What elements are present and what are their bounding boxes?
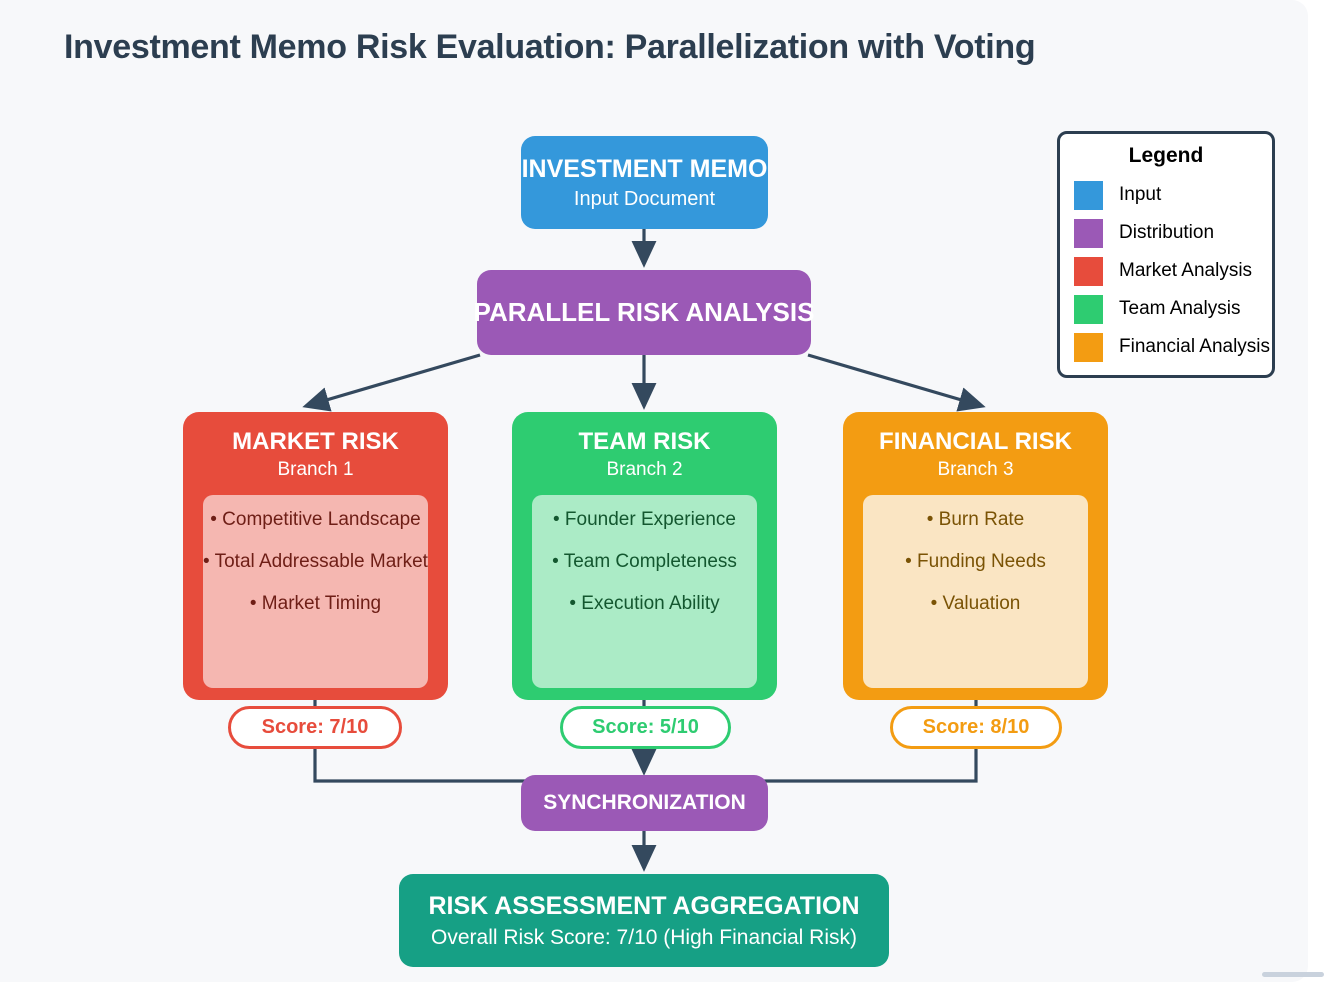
- list-item: • Burn Rate: [926, 509, 1025, 530]
- branch-financial-risk-title: FINANCIAL RISK: [879, 428, 1072, 455]
- branch-financial-risk-criteria: • Burn Rate • Funding Needs • Valuation: [863, 495, 1088, 688]
- legend-item-market-analysis: Market Analysis: [1060, 252, 1272, 290]
- branch-market-risk-title: MARKET RISK: [232, 428, 399, 455]
- legend-swatch-distribution: [1074, 218, 1103, 248]
- legend-label-financial-analysis: Financial Analysis: [1119, 336, 1271, 357]
- node-parallel-risk-analysis[interactable]: PARALLEL RISK ANALYSIS: [474, 270, 814, 355]
- legend-label-distribution: Distribution: [1119, 222, 1215, 243]
- legend-panel: Legend Input Distribution Market Analysi…: [1057, 131, 1275, 378]
- node-investment-memo[interactable]: INVESTMENT MEMO Input Document: [521, 136, 768, 229]
- edge-market-to-sync: [313, 749, 525, 783]
- legend-title: Legend: [1128, 144, 1204, 167]
- scrollbar-artifact[interactable]: [1262, 972, 1324, 977]
- edge-distribution-to-financial: [807, 353, 986, 412]
- node-risk-assessment-aggregation-subtitle: Overall Risk Score: 7/10 (High Financial…: [431, 925, 857, 949]
- node-risk-assessment-aggregation-title: RISK ASSESSMENT AGGREGATION: [428, 891, 860, 920]
- score-badge-team: Score: 5/10: [560, 706, 731, 749]
- node-investment-memo-subtitle: Input Document: [573, 187, 716, 210]
- branch-market-risk-subtitle: Branch 1: [277, 459, 354, 480]
- page-title: Investment Memo Risk Evaluation: Paralle…: [64, 28, 1036, 66]
- list-item: • Valuation: [930, 592, 1021, 614]
- score-badge-market: Score: 7/10: [228, 706, 402, 749]
- list-item: • Founder Experience: [552, 509, 737, 530]
- branch-financial-risk-subtitle: Branch 3: [937, 459, 1014, 480]
- legend-item-team-analysis: Team Analysis: [1060, 290, 1272, 328]
- branch-team-risk-criteria: • Founder Experience • Team Completeness…: [532, 495, 757, 688]
- branch-market-risk[interactable]: MARKET RISK Branch 1 • Competitive Lands…: [183, 412, 448, 700]
- list-item: • Competitive Landscape: [210, 509, 421, 530]
- legend-item-input: Input: [1060, 176, 1272, 214]
- score-badge-financial: Score: 8/10: [890, 706, 1062, 749]
- legend-label-input: Input: [1119, 184, 1162, 205]
- node-parallel-risk-analysis-title: PARALLEL RISK ANALYSIS: [473, 297, 815, 327]
- node-investment-memo-title: INVESTMENT MEMO: [521, 154, 768, 183]
- edge-distribution-to-market: [302, 353, 481, 412]
- legend-label-market-analysis: Market Analysis: [1119, 260, 1253, 281]
- list-item: • Market Timing: [249, 592, 382, 614]
- list-item: • Funding Needs: [905, 550, 1046, 572]
- legend-swatch-input: [1074, 180, 1103, 210]
- node-risk-assessment-aggregation[interactable]: RISK ASSESSMENT AGGREGATION Overall Risk…: [399, 874, 889, 967]
- list-item: • Team Completeness: [552, 550, 737, 572]
- legend-swatch-financial-analysis: [1074, 332, 1103, 362]
- legend-swatch-team-analysis: [1074, 294, 1103, 324]
- node-synchronization-title: SYNCHRONIZATION: [543, 791, 746, 814]
- legend-swatch-market-analysis: [1074, 256, 1103, 286]
- branch-team-risk-subtitle: Branch 2: [606, 459, 683, 480]
- node-synchronization[interactable]: SYNCHRONIZATION: [521, 775, 768, 831]
- branch-market-risk-criteria: • Competitive Landscape • Total Addressa…: [203, 495, 428, 688]
- branch-team-risk[interactable]: TEAM RISK Branch 2 • Founder Experience …: [512, 412, 777, 700]
- edge-financial-to-sync: [764, 749, 978, 783]
- branch-financial-risk[interactable]: FINANCIAL RISK Branch 3 • Burn Rate • Fu…: [843, 412, 1108, 700]
- legend-label-team-analysis: Team Analysis: [1119, 298, 1241, 319]
- legend-item-distribution: Distribution: [1060, 214, 1272, 252]
- legend-item-financial-analysis: Financial Analysis: [1060, 328, 1272, 366]
- list-item: • Total Addressable Market: [203, 550, 428, 572]
- branch-team-risk-title: TEAM RISK: [578, 428, 711, 455]
- list-item: • Execution Ability: [569, 592, 720, 614]
